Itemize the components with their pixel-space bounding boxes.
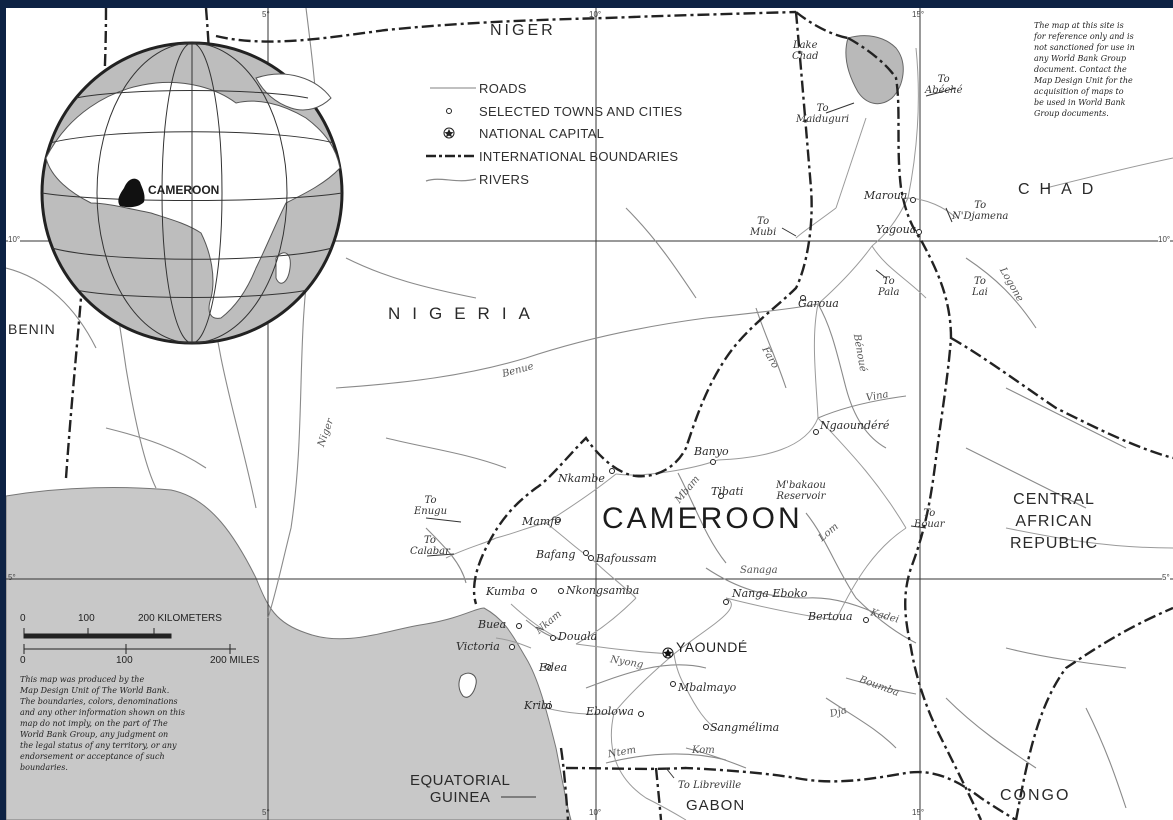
city-maroua: Maroua [864,189,908,202]
legend-symbols [425,87,477,182]
city-bafang: Bafang [536,548,576,561]
graticule-lat5-left: 5° [8,573,16,582]
city-nanga-eboko: Nanga Eboko [732,587,808,600]
graticule-lon5-bottom: 5° [262,808,270,817]
country-label-benin: BENIN [8,321,56,337]
city-victoria: Victoria [456,640,500,653]
city-banyo: Banyo [694,445,729,458]
country-label-congo: CONGO [1000,787,1071,804]
city-nkambe: Nkambe [558,472,605,485]
city-mamfe: Mamfe [522,515,561,528]
river-label-sanaga: Sanaga [740,565,778,576]
cameroon-globe-shape [118,178,145,208]
scale-mi-100: 100 [116,655,133,666]
sea-gulf-of-guinea [6,487,572,820]
country-label-gabon: GABON [686,797,746,814]
city-edea: Edea [539,661,568,674]
legend-capital: NATIONAL CAPITAL [479,126,605,141]
to-mubi: To Mubi [750,216,777,238]
globe-label-cameroon: CAMEROON [148,183,220,197]
graticule-lon15-top: 15° [912,10,925,19]
graticule-lon10-top: 10° [589,10,602,19]
country-label-equatorial-guinea: EQUATORIAL GUINEA [410,772,511,806]
city-sangmelima: Sangmélima [710,721,780,734]
scale-bars [23,628,236,654]
city-yagoua: Yagoua [876,223,917,236]
lake-chad [845,35,904,105]
graticule-lat10-right: 10° [1158,235,1171,244]
city-bafoussam: Bafoussam [596,552,657,565]
country-label-central-african-republic: CENTRAL AFRICAN REPUBLIC [1010,491,1099,552]
legend-roads: ROADS [479,81,527,96]
legend-boundaries: INTERNATIONAL BOUNDARIES [479,149,679,164]
to-lai: To Lai [972,276,988,298]
to-pala: To Pala [878,276,900,298]
to-calabar: To Calabar [410,535,450,557]
to-abeche: To Abéché [925,74,963,96]
city-ngaoundere: Ngaoundéré [820,419,890,432]
to-ndjamena: To N'Djamena [952,200,1009,222]
to-maiduguri: To Maiduguri [796,103,850,125]
map-frame: CAMEROON NIGER NIGERIA CHAD BENIN CAMERO… [6,8,1173,820]
city-kumba: Kumba [486,585,526,598]
graticule-lon5-top: 5° [262,10,270,19]
city-ebolowa: Ebolowa [586,705,634,718]
legend-rivers: RIVERS [479,172,530,187]
scale-km-200: 200 KILOMETERS [138,613,222,624]
note-bottom-left: This map was produced by the Map Design … [20,675,185,772]
scale-mi-200: 200 MILES [210,655,260,666]
label-mbakaou-reservoir: M'bakaou Reservoir [776,480,826,502]
country-label-nigeria: NIGERIA [388,304,542,323]
legend-towns: SELECTED TOWNS AND CITIES [479,104,683,119]
bioko-island [458,672,477,698]
label-lake-chad: Lake Chad [792,40,819,62]
scale-mi-0: 0 [20,655,26,666]
city-bertoua: Bertoua [808,610,853,623]
label-capital-yaounde: YAOUNDÉ [676,639,748,655]
country-label-niger: NIGER [490,22,556,39]
scale-km-0: 0 [20,613,26,624]
to-libreville: To Libreville [678,780,742,791]
city-buea: Buea [478,618,507,631]
town-dots [509,197,922,730]
country-label-cameroon: CAMEROON [602,502,803,535]
river-label-kom: Kom [692,745,715,756]
graticule-lon10-bottom: 10° [589,808,602,817]
graticule-lat10-left: 10° [8,235,21,244]
note-top-right: The map at this site is for reference on… [1034,21,1135,118]
graticule-lat5-right: 5° [1162,573,1170,582]
capital-yaounde-symbol [662,647,674,659]
city-tibati: Tibati [711,485,744,498]
map-svg [6,8,1173,820]
scale-km-100: 100 [78,613,95,624]
city-kribi: Kribi [524,699,552,712]
city-garoua: Garoua [798,297,839,310]
city-douala: Douala [558,630,598,643]
city-nkongsamba: Nkongsamba [566,584,640,597]
graticule-lon15-bottom: 15° [912,808,925,817]
globe-inset [40,41,344,345]
city-mbalmayo: Mbalmayo [678,681,737,694]
to-bouar: To Bouar [914,508,945,530]
to-enugu: To Enugu [414,495,448,517]
country-label-chad: CHAD [1018,181,1104,198]
